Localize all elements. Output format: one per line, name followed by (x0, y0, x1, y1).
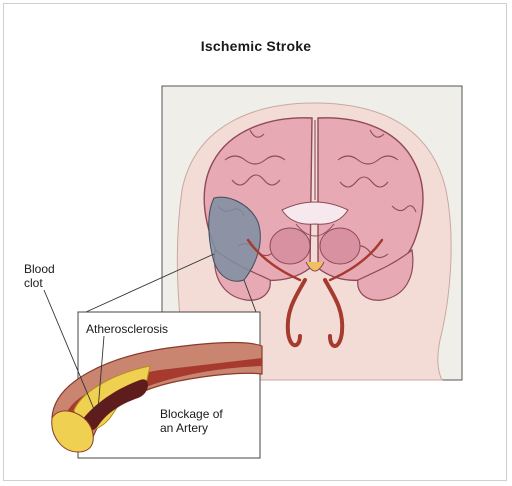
atherosclerosis-label: Atherosclerosis (86, 322, 168, 336)
blood-clot-label: Blood clot (24, 262, 55, 290)
blockage-label: Blockage of an Artery (160, 407, 223, 435)
